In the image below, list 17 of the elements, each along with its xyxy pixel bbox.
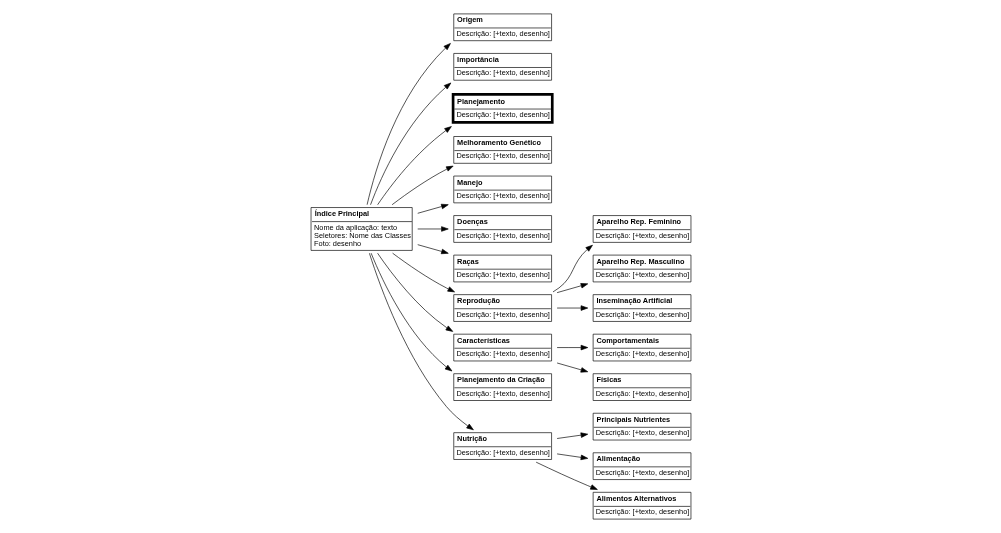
arrow — [376, 252, 453, 332]
arrow — [416, 226, 449, 232]
arrow — [556, 283, 588, 293]
arrow — [556, 305, 588, 311]
arrow — [416, 203, 449, 214]
arrow — [391, 165, 453, 206]
arrow — [552, 244, 593, 293]
arrow — [376, 126, 452, 206]
arrow — [556, 432, 588, 439]
arrow — [416, 244, 449, 255]
arrow — [556, 453, 588, 461]
arrow — [368, 252, 474, 431]
arrow — [535, 461, 598, 490]
arrow — [556, 344, 588, 351]
arrow — [391, 252, 455, 293]
arrow — [370, 252, 452, 372]
arrow — [556, 362, 588, 373]
